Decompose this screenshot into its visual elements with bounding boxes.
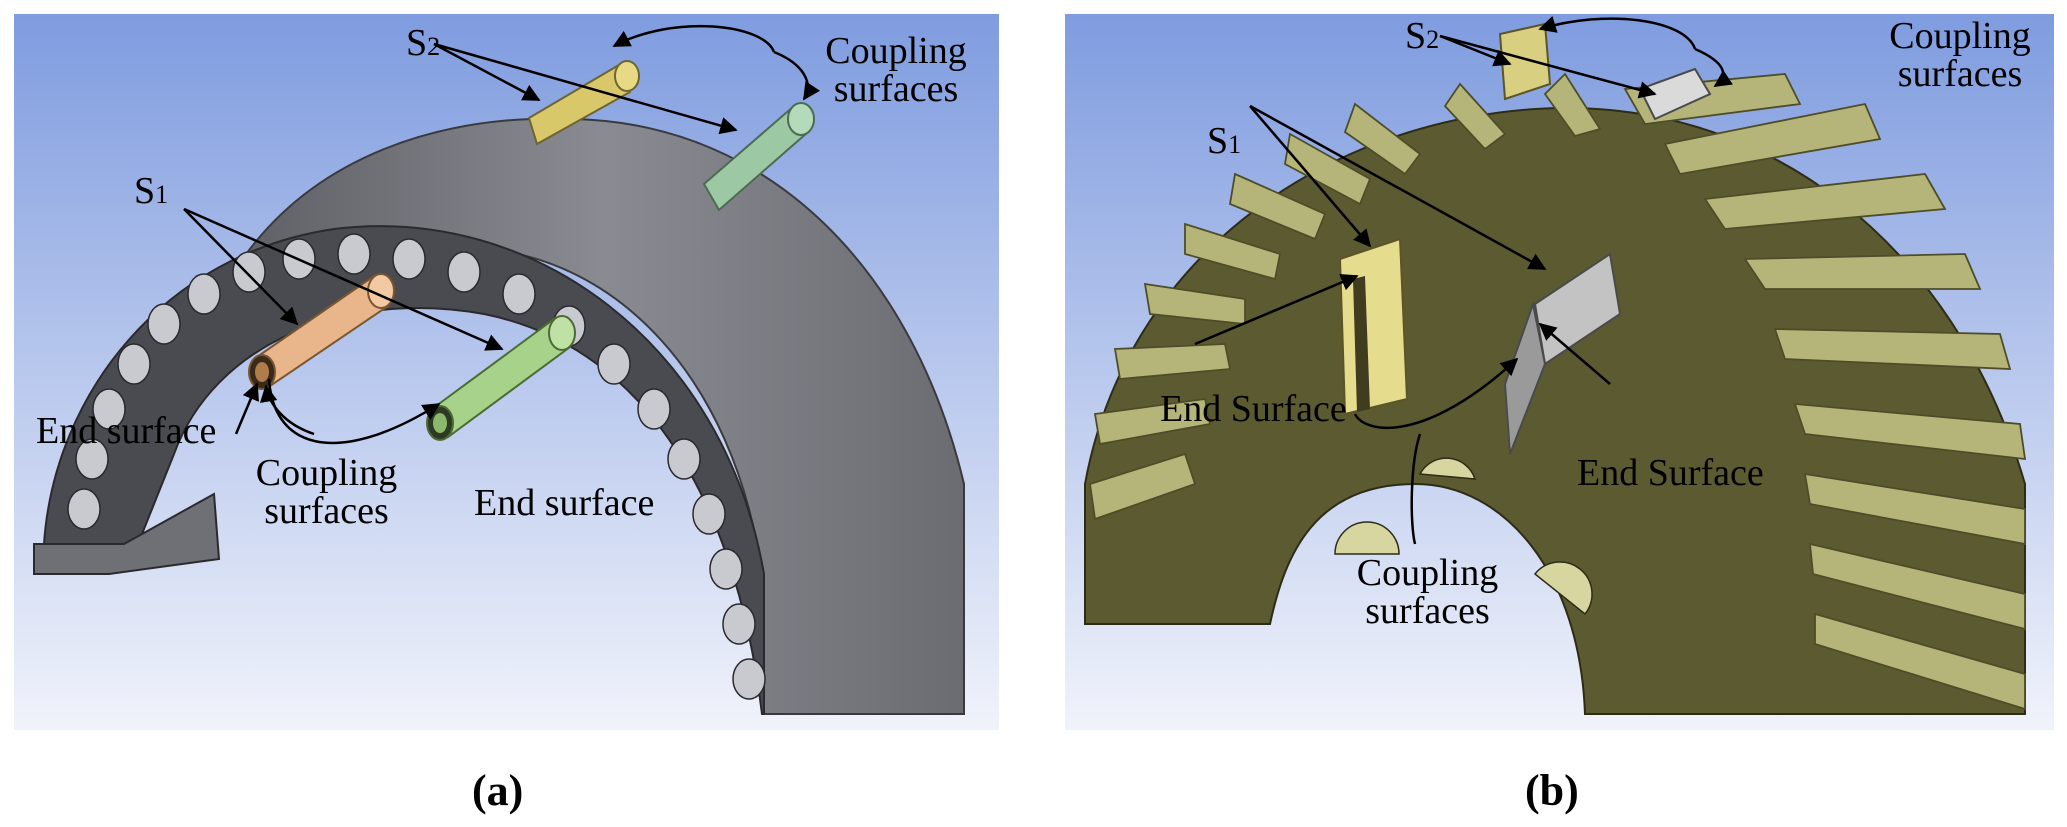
conductor-s1-orange <box>248 273 395 390</box>
s1-subscript: 1 <box>155 180 169 209</box>
s1-label: S1 <box>1207 122 1241 160</box>
coupling-surfaces-label-bottom: Coupling surfaces <box>255 452 398 532</box>
panel-a-illustration <box>14 14 999 730</box>
panel-a: S2 Coupling surfaces S1 End surface Coup… <box>14 14 999 730</box>
conductor-s2-yellow <box>1498 22 1552 101</box>
s2-letter: S <box>406 22 428 64</box>
s2-letter: S <box>1405 15 1427 57</box>
coupling-surfaces-label-bottom: Coupling surfaces <box>1356 552 1499 632</box>
s1-letter: S <box>1207 120 1229 162</box>
conductor-s1-green <box>426 315 576 441</box>
s2-subscript: 2 <box>427 32 441 61</box>
coupling-surfaces-label-top: Coupling surfaces <box>825 30 967 110</box>
coupling-surfaces-label-top: Coupling surfaces <box>1889 15 2031 95</box>
s2-subscript: 2 <box>1426 25 1440 54</box>
conductor-s2-green <box>702 102 815 212</box>
end-surface-label-right: End surface <box>474 482 655 524</box>
s1-letter: S <box>134 170 156 212</box>
caption-a: (a) <box>472 766 524 815</box>
panel-b-illustration <box>1065 14 2054 730</box>
s2-label: S2 <box>406 24 440 62</box>
s1-label: S1 <box>134 172 168 210</box>
end-surface-label-left: End Surface <box>1160 388 1347 430</box>
core-holes <box>1334 457 1593 616</box>
annotation-arrows <box>183 24 821 445</box>
s2-label: S2 <box>1405 17 1439 55</box>
panel-b: S2 Coupling surfaces S1 End Surface End … <box>1065 14 2054 730</box>
radial-fins <box>1089 72 2027 711</box>
s1-subscript: 1 <box>1228 130 1242 159</box>
frame-end-block <box>33 492 221 575</box>
annotation-arrows <box>1194 16 1733 545</box>
end-surface-label-right: End Surface <box>1577 452 1764 494</box>
conductor-s2-yellow <box>527 60 640 146</box>
stator-slots <box>67 233 766 700</box>
conductor-s1-yellow <box>1338 237 1409 416</box>
end-surface-label-left: End surface <box>36 410 217 452</box>
caption-b: (b) <box>1525 766 1579 815</box>
conductor-s2-gray <box>1638 67 1712 121</box>
